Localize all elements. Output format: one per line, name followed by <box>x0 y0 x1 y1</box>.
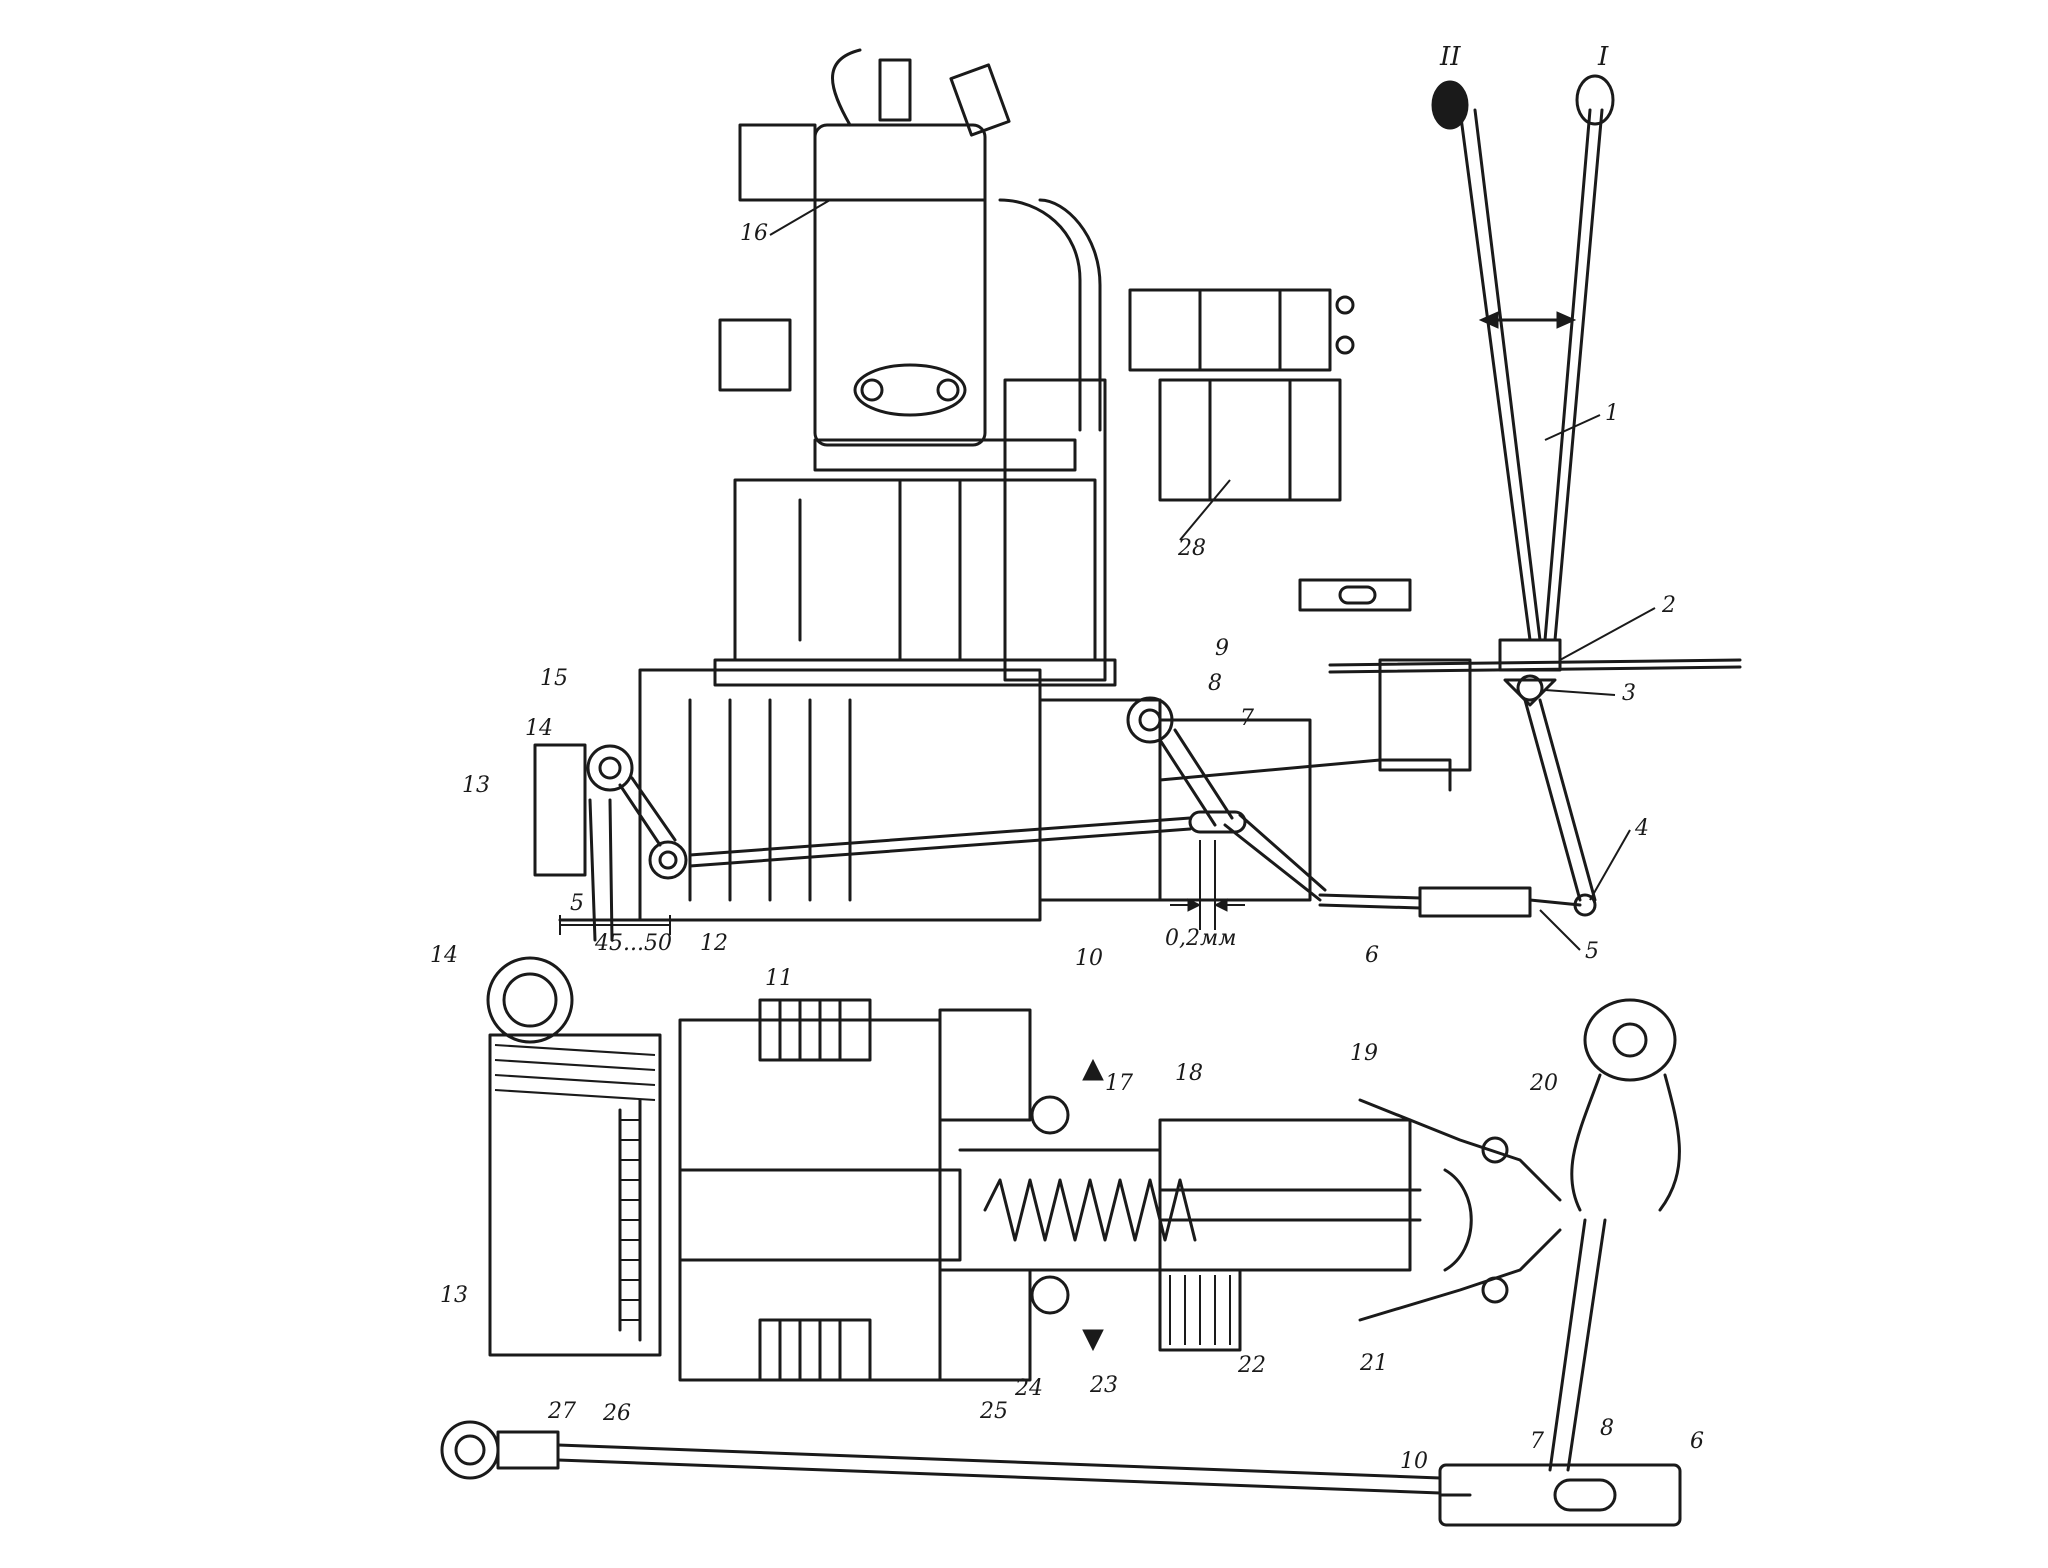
callout-22: 22 <box>1237 1353 1266 1378</box>
callout-1: 1 <box>1605 401 1619 426</box>
callout-20: 20 <box>1529 1071 1558 1096</box>
fork-19-21 <box>1358 1098 1562 1322</box>
starter-28 <box>1128 288 1355 502</box>
slot-7 <box>1188 810 1247 834</box>
callout-21: 21 <box>1359 1351 1388 1376</box>
rod-10-upper <box>688 816 1192 868</box>
clearance-label: 0,2мм <box>1165 926 1236 951</box>
bearing-bottom <box>1030 1275 1070 1315</box>
callout-14-lower: 14 <box>430 943 458 968</box>
callout-10-lower: 10 <box>1400 1449 1428 1474</box>
callout-14: 14 <box>525 716 553 741</box>
stroke-dimension <box>559 915 671 935</box>
callout-labels: 1 2 3 4 5 6 7 8 9 10 11 12 13 14 15 16 1… <box>430 221 1704 1474</box>
callout-6: 6 <box>1365 943 1379 968</box>
callout-6-lower: 6 <box>1690 1429 1704 1454</box>
callout-18: 18 <box>1175 1061 1203 1086</box>
callout-11: 11 <box>765 966 793 991</box>
clutch-housing <box>678 998 1032 1382</box>
stroke-range-label: 45...50 <box>594 931 672 956</box>
callout-17: 17 <box>1105 1071 1133 1096</box>
cylinder-block <box>713 378 1117 687</box>
callout-3: 3 <box>1622 681 1636 706</box>
lever-arm-4 <box>1523 698 1597 902</box>
bell-crank-8 <box>1126 696 1327 902</box>
callout-25: 25 <box>979 1399 1008 1424</box>
callout-7-lower: 7 <box>1530 1429 1544 1454</box>
callout-16: 16 <box>740 221 768 246</box>
callout-8: 8 <box>1208 671 1222 696</box>
callout-13-lower: 13 <box>440 1283 468 1308</box>
callout-19: 19 <box>1350 1041 1378 1066</box>
upper-assembly: II I <box>533 42 1742 942</box>
callout-27: 27 <box>547 1399 576 1424</box>
lever-I-knob <box>1575 74 1615 126</box>
clearance-indicator <box>1170 840 1245 930</box>
main-shaft-24 <box>678 1148 1162 1272</box>
lever-II-knob <box>1431 80 1469 130</box>
lever-12-13 <box>533 743 688 942</box>
inset-detail <box>1298 578 1412 612</box>
callout-8-lower: 8 <box>1600 1416 1614 1441</box>
crankcase <box>638 658 1472 922</box>
callout-28: 28 <box>1177 536 1206 561</box>
ring-gear <box>618 1098 642 1342</box>
callout-4: 4 <box>1634 816 1649 841</box>
arm-20 <box>1570 998 1681 1212</box>
lever-8-lower <box>1548 1218 1607 1472</box>
callout-12: 12 <box>700 931 728 956</box>
callout-7: 7 <box>1240 706 1254 731</box>
callout-2: 2 <box>1661 593 1676 618</box>
rod-6 <box>1318 886 1582 918</box>
callout-9: 9 <box>1215 636 1229 661</box>
exhaust-pipe <box>998 198 1102 432</box>
gear-14 <box>486 956 574 1044</box>
lever-II-label: II <box>1439 42 1461 72</box>
release-mechanism <box>1158 1118 1422 1352</box>
tank-16 <box>718 48 1011 447</box>
bearing-top <box>1030 1095 1070 1135</box>
callout-23: 23 <box>1089 1373 1118 1398</box>
callout-24: 24 <box>1014 1376 1043 1401</box>
callout-15: 15 <box>540 666 568 691</box>
callout-13: 13 <box>462 773 490 798</box>
lever-I-label: I <box>1597 42 1609 72</box>
offset-label: 5 <box>570 891 584 916</box>
leader-lines <box>769 199 1656 951</box>
callout-5: 5 <box>1585 939 1599 964</box>
rod-10-lower <box>440 1420 1682 1527</box>
callout-26: 26 <box>602 1401 631 1426</box>
control-levers: II I <box>1431 42 1615 642</box>
housing-13 <box>488 1033 662 1357</box>
lever-pivot <box>1328 638 1742 707</box>
lower-section <box>440 956 1682 1527</box>
callout-10: 10 <box>1075 946 1103 971</box>
